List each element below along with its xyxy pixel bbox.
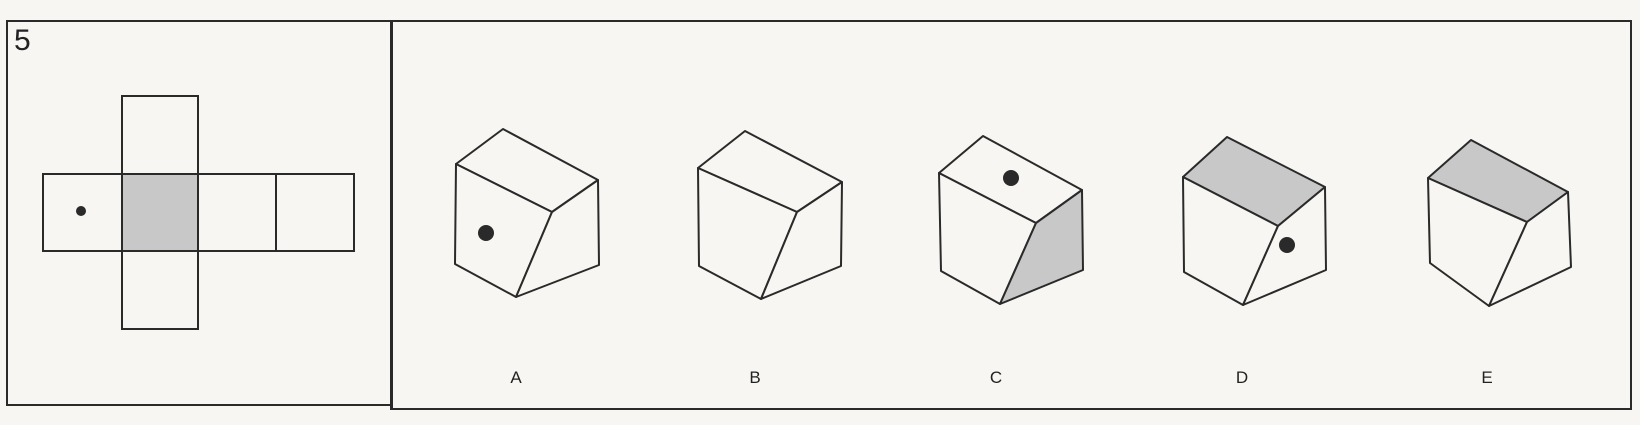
cube-e-right-face	[1488, 191, 1572, 307]
net-face-far-right	[275, 173, 355, 252]
option-label-e: E	[1481, 368, 1493, 387]
option-label-d: D	[1235, 368, 1249, 387]
cube-option-a	[454, 128, 600, 298]
net-face-right	[197, 173, 277, 252]
answer-options-panel	[390, 20, 1632, 410]
net-face-center-shaded	[121, 173, 199, 252]
net-dot-marker	[76, 206, 86, 216]
cube-option-e	[1427, 139, 1572, 307]
cube-option-c	[938, 135, 1084, 305]
cube-a-right-face	[515, 179, 600, 298]
option-label-c: C	[989, 368, 1003, 387]
cube-net	[42, 95, 355, 330]
cube-option-b	[697, 130, 843, 300]
cube-b-right-face	[760, 181, 843, 300]
question-number: 5	[14, 24, 31, 57]
net-face-bottom	[121, 250, 199, 330]
net-face-top	[121, 95, 199, 175]
cube-option-d	[1182, 136, 1327, 306]
option-label-b: B	[749, 368, 761, 387]
cube-c-dot-marker	[1003, 170, 1019, 186]
cube-c-right-face-shaded	[999, 189, 1084, 305]
option-label-a: A	[510, 368, 522, 387]
cube-d-dot-marker	[1279, 237, 1295, 253]
cube-a-dot-marker	[478, 225, 494, 241]
